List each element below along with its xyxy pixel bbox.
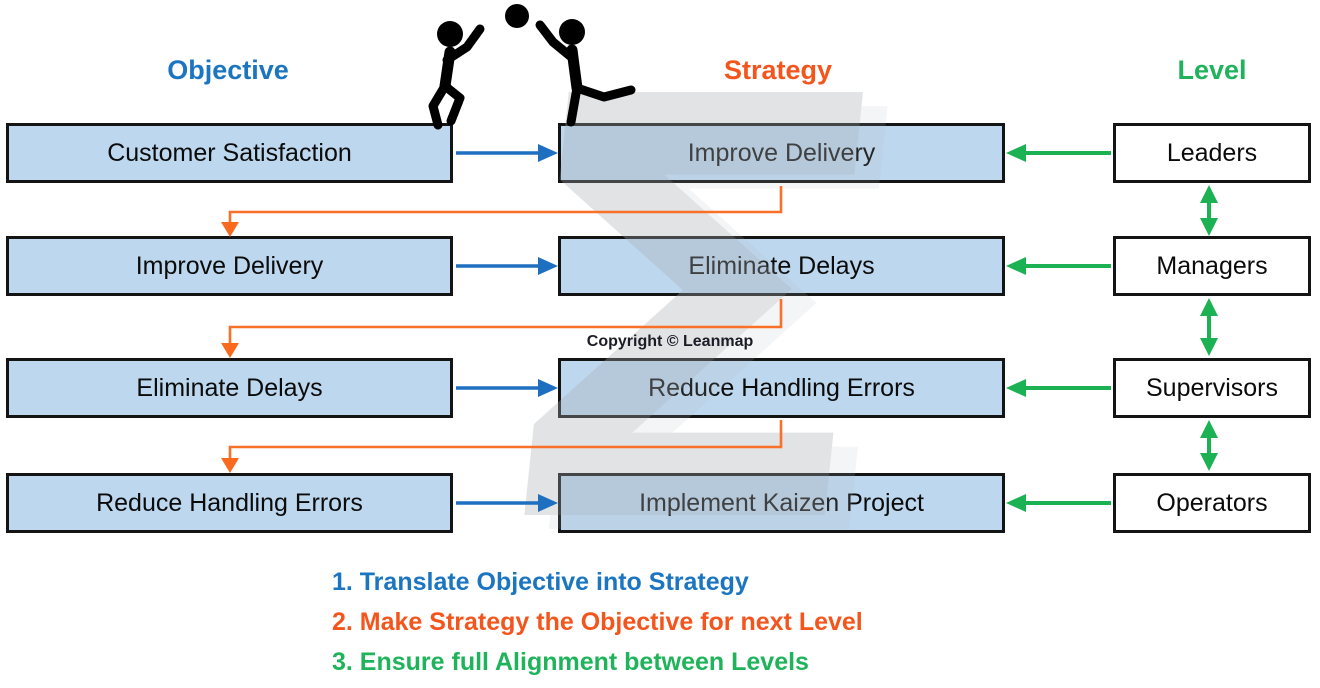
- objective-box-improve-delivery: Improve Delivery: [6, 236, 453, 296]
- strategy-box-label: Reduce Handling Errors: [648, 373, 915, 402]
- legend-item-translate: 1. Translate Objective into Strategy: [332, 568, 749, 596]
- level-box-label: Operators: [1156, 488, 1268, 517]
- legend-item-ensure-alignment: 3. Ensure full Alignment between Levels: [332, 648, 809, 676]
- legend: 1. Translate Objective into Strategy 2. …: [332, 562, 863, 682]
- objective-box-eliminate-delays: Eliminate Delays: [6, 358, 453, 418]
- objective-box-label: Eliminate Delays: [136, 373, 323, 402]
- strategy-box-improve-delivery: Improve Delivery: [558, 123, 1005, 183]
- level-box-supervisors: Supervisors: [1113, 358, 1311, 418]
- strategy-box-label: Improve Delivery: [687, 138, 876, 167]
- objective-box-reduce-handling-errors: Reduce Handling Errors: [6, 473, 453, 533]
- objective-box-label: Reduce Handling Errors: [96, 488, 363, 517]
- objective-box-label: Improve Delivery: [135, 251, 324, 280]
- strategy-box-eliminate-delays: Eliminate Delays: [558, 236, 1005, 296]
- blue-arrows: [456, 144, 558, 512]
- legend-item-make-strategy: 2. Make Strategy the Objective for next …: [332, 608, 863, 636]
- strategy-box-label: Eliminate Delays: [688, 251, 875, 280]
- level-box-label: Managers: [1156, 251, 1268, 280]
- green-vertical-double-arrows: [1200, 185, 1218, 471]
- strategy-column-header: Strategy: [723, 55, 833, 85]
- strategy-box-label: Implement Kaizen Project: [639, 488, 924, 517]
- copyright-text: Copyright © Leanmap: [586, 333, 754, 350]
- strategy-box-implement-kaizen-project: Implement Kaizen Project: [558, 473, 1005, 533]
- level-box-managers: Managers: [1113, 236, 1311, 296]
- orange-elbow-connectors: [221, 186, 783, 473]
- strategy-box-reduce-handling-errors: Reduce Handling Errors: [558, 358, 1005, 418]
- level-box-label: Supervisors: [1146, 373, 1278, 402]
- level-box-label: Leaders: [1166, 138, 1258, 167]
- objective-box-customer-satisfaction: Customer Satisfaction: [6, 123, 453, 183]
- level-box-operators: Operators: [1113, 473, 1311, 533]
- level-column-header: Level: [1177, 55, 1247, 85]
- level-box-leaders: Leaders: [1113, 123, 1311, 183]
- objective-box-label: Customer Satisfaction: [107, 138, 352, 167]
- ball-icon: [505, 4, 529, 28]
- green-horizontal-arrows: [1006, 144, 1111, 512]
- objective-column-header: Objective: [167, 55, 289, 85]
